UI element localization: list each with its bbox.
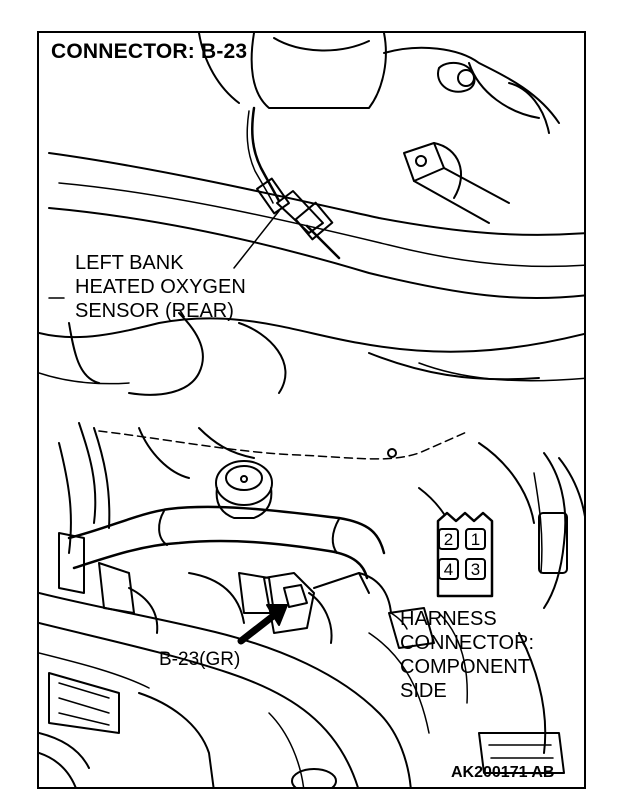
diagram-frame: CONNECTOR: B-23 LEFT BANK HEATED OXYGEN … bbox=[37, 31, 586, 789]
sensor-label: LEFT BANK HEATED OXYGEN SENSOR (REAR) bbox=[75, 251, 246, 323]
sensor-label-line: HEATED OXYGEN bbox=[75, 276, 246, 298]
harness-label-line: HARNESS bbox=[400, 608, 497, 630]
harness-connector-pinout: 2 1 4 3 bbox=[434, 511, 494, 596]
harness-label-line: COMPONENT bbox=[400, 656, 530, 678]
connector-title: CONNECTOR: B-23 bbox=[51, 40, 248, 63]
harness-connector-label: HARNESS CONNECTOR: COMPONENT SIDE bbox=[400, 607, 534, 703]
sensor-label-line: LEFT BANK bbox=[75, 252, 184, 274]
pin-2: 2 bbox=[438, 528, 459, 550]
top-panel-artwork bbox=[39, 33, 584, 396]
pin-1: 1 bbox=[465, 528, 486, 550]
bottom-panel-artwork bbox=[39, 422, 584, 787]
connector-id-label: B-23(GR) bbox=[159, 649, 241, 670]
pin-3: 3 bbox=[465, 558, 486, 580]
sensor-label-line: SENSOR (REAR) bbox=[75, 300, 234, 322]
harness-label-line: SIDE bbox=[400, 680, 447, 702]
pin-4: 4 bbox=[438, 558, 459, 580]
harness-label-line: CONNECTOR: bbox=[400, 632, 535, 654]
figure-code: AK200171 AB bbox=[451, 764, 555, 781]
